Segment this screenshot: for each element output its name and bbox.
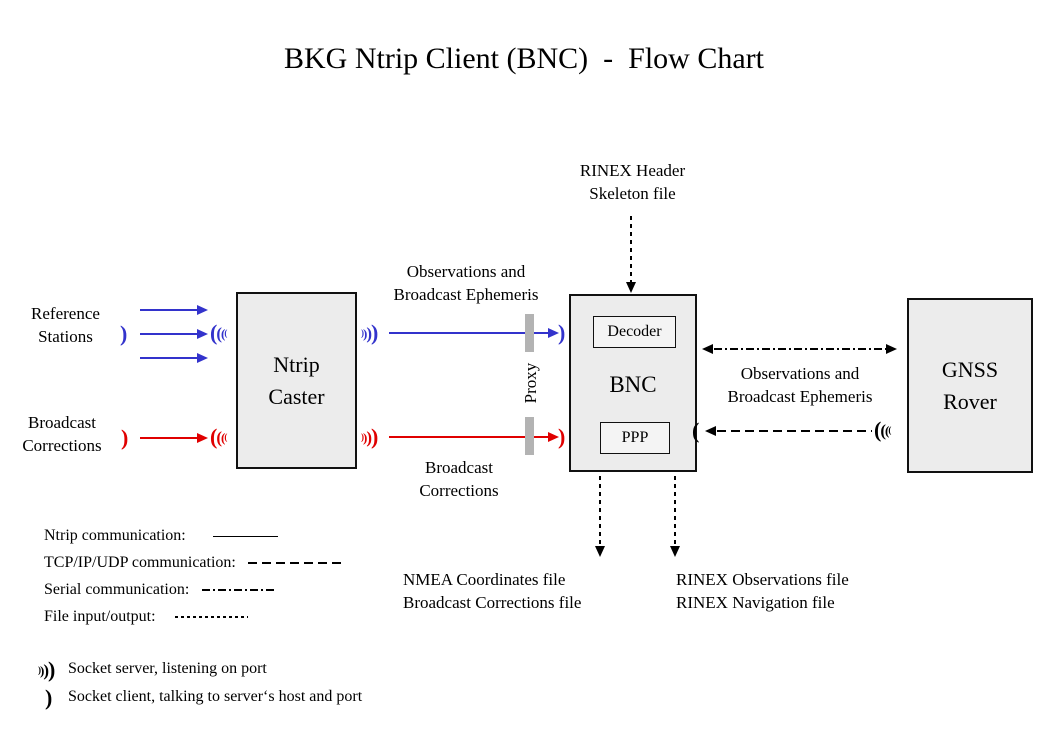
page-title: BKG Ntrip Client (BNC) - Flow Chart <box>284 42 764 75</box>
tcp-link-head <box>705 426 716 436</box>
ntrip-caster-line1: Ntrip <box>273 351 320 377</box>
legend-ntrip-line <box>213 536 278 537</box>
legend-file-label: File input/output: <box>44 608 156 625</box>
socket-server-icon: )))) <box>38 657 55 682</box>
legend-serial-line <box>202 589 276 591</box>
gnss-rover-line1: GNSS <box>941 356 999 382</box>
decoder-box: Decoder <box>593 316 676 348</box>
decoder-label: Decoder <box>607 323 662 341</box>
socket-client-icon: ) <box>120 321 127 346</box>
legend-socket-client-label: Socket client, talking to server‘s host … <box>68 688 363 705</box>
socket-server-icon: )))) <box>361 424 378 449</box>
ntrip-arrow-ref2-head <box>197 329 208 339</box>
reference-stations-line2: Stations <box>38 326 93 346</box>
nmea-output-line1: NMEA Coordinates file <box>403 570 566 589</box>
proxy-label: Proxy <box>521 362 540 404</box>
reference-stations-label: Reference Stations <box>8 303 123 349</box>
rinex-header-skeleton-label: RINEX Header Skeleton file <box>530 160 735 206</box>
socket-client-icon: ) <box>45 685 52 710</box>
broadcast-corrections-input-line1: Broadcast <box>28 413 96 432</box>
legend-tcp-line <box>248 562 344 564</box>
ntrip-arrow-ref1-line <box>140 309 198 311</box>
rinex-header-skeleton-line1: RINEX Header <box>579 161 686 180</box>
broadcast-corrections-input-line2: Corrections <box>22 435 102 455</box>
corrections-stream-head <box>548 432 559 442</box>
ppp-label: PPP <box>621 429 649 447</box>
ntrip-caster-line2: Caster <box>268 383 325 409</box>
observations-stream-line <box>389 332 549 334</box>
legend-file-line <box>175 616 248 618</box>
legend-ntrip-label: Ntrip communication: <box>44 527 186 544</box>
observations-stream-head <box>548 328 559 338</box>
rinex-header-skeleton-line2: Skeleton file <box>589 183 676 203</box>
broadcast-corrections-input-label: Broadcast Corrections <box>2 412 122 458</box>
socket-client-icon: ) <box>121 425 128 450</box>
tcp-link-line <box>717 430 872 432</box>
socket-server-icon: (((( <box>210 320 227 345</box>
socket-server-icon: (((( <box>210 424 227 449</box>
serial-link-left-head <box>702 344 713 354</box>
ppp-box: PPP <box>600 422 670 454</box>
nmea-output-label: NMEA Coordinates file Broadcast Correcti… <box>403 569 581 615</box>
rinex-output-line2: RINEX Navigation file <box>676 592 835 612</box>
socket-server-icon: (((( <box>874 417 891 442</box>
reference-stations-line1: Reference <box>31 304 100 323</box>
ntrip-arrow-ref1-head <box>197 305 208 315</box>
rinex-output-label: RINEX Observations file RINEX Navigation… <box>676 569 849 615</box>
bnc-label: BNC <box>609 372 657 397</box>
ntrip-arrow-corr-line <box>140 437 198 439</box>
serial-link-right-head <box>886 344 897 354</box>
socket-client-icon: ) <box>558 424 565 449</box>
ntrip-caster-box: Ntrip Caster <box>236 292 357 469</box>
ntrip-arrow-ref2-line <box>140 333 198 335</box>
nmea-output-arrowhead <box>595 546 605 557</box>
ntrip-arrow-ref3-line <box>140 357 198 359</box>
skeleton-file-arrowhead <box>626 282 636 293</box>
rinex-output-arrow-line <box>674 476 676 546</box>
observations-top-label: Observations and Broadcast Ephemeris <box>366 261 566 307</box>
proxy-bar-bottom <box>525 417 534 455</box>
broadcast-corrections-stream-line1: Broadcast <box>425 458 493 477</box>
legend-tcp-label: TCP/IP/UDP communication: <box>44 554 236 571</box>
rinex-output-line1: RINEX Observations file <box>676 570 849 589</box>
ntrip-arrow-ref3-head <box>197 353 208 363</box>
serial-link-line <box>714 348 886 350</box>
legend-socket-server-label: Socket server, listening on port <box>68 660 267 677</box>
observations-top-line2: Broadcast Ephemeris <box>393 284 539 304</box>
observations-right-line2: Broadcast Ephemeris <box>727 386 873 406</box>
socket-server-icon: )))) <box>361 320 378 345</box>
nmea-output-line2: Broadcast Corrections file <box>403 592 582 612</box>
rinex-output-arrowhead <box>670 546 680 557</box>
gnss-rover-line2: Rover <box>943 388 997 414</box>
legend-serial-label: Serial communication: <box>44 581 190 598</box>
socket-client-icon: ( <box>692 418 699 443</box>
bnc-box: Decoder BNC PPP <box>569 294 697 472</box>
observations-top-line1: Observations and <box>406 262 526 281</box>
broadcast-corrections-stream-line2: Corrections <box>419 480 499 500</box>
gnss-rover-box: GNSS Rover <box>907 298 1033 473</box>
observations-right-label: Observations and Broadcast Ephemeris <box>700 363 900 409</box>
ntrip-arrow-corr-head <box>197 433 208 443</box>
corrections-stream-line <box>389 436 549 438</box>
proxy-bar-top <box>525 314 534 352</box>
skeleton-file-arrow-line <box>630 216 632 282</box>
broadcast-corrections-stream-label: Broadcast Corrections <box>360 457 558 503</box>
nmea-output-arrow-line <box>599 476 601 546</box>
observations-right-line1: Observations and <box>740 364 860 383</box>
socket-client-icon: ) <box>558 320 565 345</box>
